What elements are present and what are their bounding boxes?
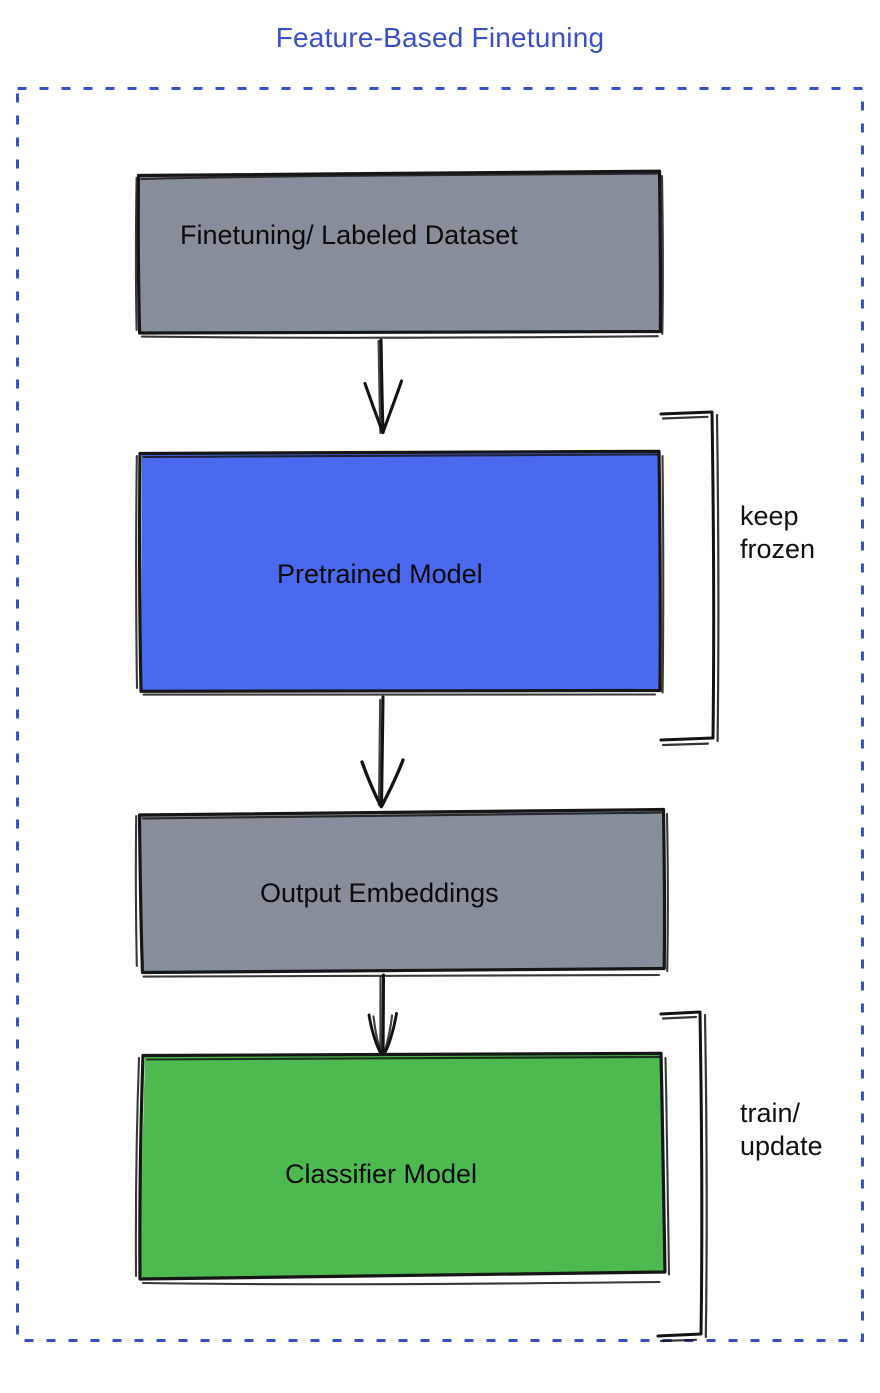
node-dataset[interactable] bbox=[134, 169, 664, 339]
node-embeddings-outline bbox=[137, 807, 667, 975]
node-embeddings[interactable] bbox=[134, 807, 669, 978]
node-pretrained-outline-sketch bbox=[135, 453, 665, 697]
node-dataset-fill bbox=[139, 171, 661, 334]
bracket-train-update bbox=[656, 1010, 708, 1343]
node-dataset-outline-sketch bbox=[134, 172, 664, 339]
arrow-dataset-to-pretrained bbox=[363, 338, 404, 435]
node-classifier-fill bbox=[139, 1054, 665, 1278]
annotation-keep-frozen: keep frozen bbox=[740, 501, 816, 564]
node-pretrained-fill bbox=[141, 452, 660, 692]
annotation-train-update: train/ update bbox=[740, 1098, 823, 1161]
node-pretrained-outline bbox=[137, 449, 662, 694]
node-label-dataset: Finetuning/ Labeled Dataset bbox=[180, 220, 518, 250]
node-dataset-outline bbox=[136, 169, 663, 336]
arrow-pretrained-to-embeddings bbox=[360, 695, 405, 809]
dashed-frame bbox=[16, 87, 864, 1342]
arrow-embeddings-to-classifier bbox=[367, 973, 398, 1059]
node-embeddings-outline-sketch bbox=[134, 811, 669, 978]
node-classifier-outline bbox=[138, 1051, 667, 1281]
node-classifier[interactable] bbox=[134, 1051, 671, 1286]
node-pretrained[interactable] bbox=[135, 449, 665, 697]
node-label-classifier: Classifier Model bbox=[285, 1159, 478, 1189]
node-embeddings-fill bbox=[141, 810, 664, 972]
node-label-embeddings: Output Embeddings bbox=[260, 878, 499, 908]
page-title: Feature-Based Finetuning bbox=[275, 22, 605, 53]
node-label-pretrained: Pretrained Model bbox=[277, 559, 483, 589]
node-classifier-outline-sketch bbox=[134, 1055, 671, 1286]
bracket-keep-frozen bbox=[659, 410, 720, 747]
